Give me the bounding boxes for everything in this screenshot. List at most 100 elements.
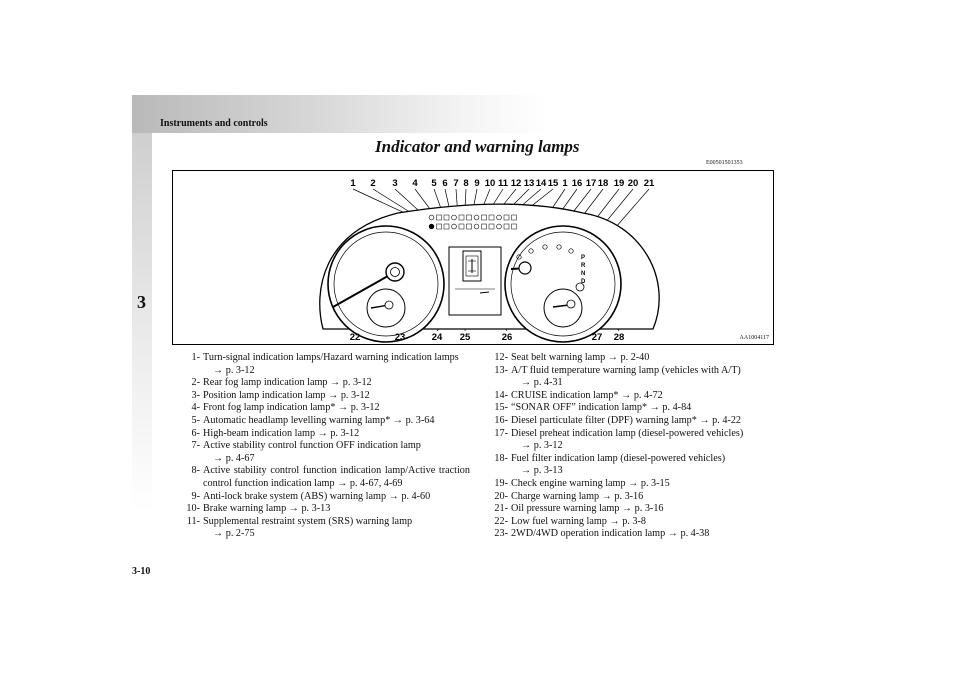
callout-number: 26: [502, 332, 513, 343]
page-reference: → p. 3-12: [317, 427, 360, 439]
item-number: 11-: [186, 515, 200, 527]
page-reference: → p. 3-12: [213, 364, 255, 376]
lamp-list-item: 9-Anti-lock brake system (ABS) warning l…: [178, 491, 470, 504]
callout-number: 11: [498, 178, 509, 189]
callout-number: 27: [592, 332, 603, 343]
item-text: Diesel particulate filter (DPF) warning …: [511, 414, 742, 426]
item-text: Diesel preheat indication lamp (diesel-p…: [511, 427, 744, 439]
item-number: 13-: [494, 364, 508, 376]
page-number: 3-10: [132, 566, 151, 577]
lamp-list-item: 14-CRUISE indication lamp* → p. 4-72: [486, 390, 776, 403]
item-number: 23-: [494, 528, 508, 540]
page-reference: → p. 4-31: [521, 377, 563, 389]
item-number: 6-: [191, 427, 201, 439]
page-reference: → p. 2-75: [213, 528, 255, 540]
warning-lamp-icon: [428, 214, 435, 221]
item-text: Oil pressure warning lamp → p. 3-16: [511, 503, 664, 515]
callout-number: 5: [431, 178, 437, 189]
warning-lamp-icon: [436, 223, 442, 230]
page-reference: → p. 3-12: [337, 402, 380, 414]
page-reference: → p. 3-12: [521, 440, 563, 452]
warning-lamp-icon: [428, 223, 435, 230]
section-title: Indicator and warning lamps: [375, 137, 580, 156]
item-number: 1-: [191, 352, 201, 363]
item-number: 3-: [191, 389, 201, 401]
callout-number: 3: [392, 178, 397, 189]
callout-number: 1: [562, 178, 568, 189]
chapter-tab: [132, 133, 152, 513]
running-header: Instruments and controls: [160, 118, 268, 129]
warning-lamp-icon: [451, 214, 457, 221]
item-text: CRUISE indication lamp* → p. 4-72: [511, 389, 663, 401]
item-text: A/T fluid temperature warning lamp (vehi…: [511, 364, 741, 376]
gear-indicator-n: N: [581, 271, 585, 277]
item-text: Low fuel warning lamp → p. 3-8: [511, 515, 646, 527]
page-reference: → p. 3-12: [330, 377, 372, 389]
page-reference: → p. 4-84: [649, 402, 692, 414]
item-number: 19-: [494, 477, 508, 489]
item-number: 4-: [191, 402, 201, 414]
warning-lamp-icon: [481, 223, 487, 230]
warning-lamp-icon: [458, 223, 465, 230]
item-text: Fuel filter indication lamp (diesel-powe…: [511, 452, 726, 464]
callout-number: 16: [572, 178, 583, 189]
warning-lamp-icon: [473, 214, 480, 221]
callout-number: 21: [644, 178, 655, 189]
page-reference: → p. 4-22: [699, 414, 742, 426]
warning-lamp-icon: [436, 214, 442, 221]
item-text: Brake warning lamp → p. 3-13: [203, 503, 331, 515]
item-text: Anti-lock brake system (ABS) warning lam…: [203, 490, 431, 502]
item-text: Seat belt warning lamp → p. 2-40: [511, 352, 650, 363]
warning-lamp-icon: [511, 223, 517, 230]
item-number: 17-: [494, 427, 508, 439]
page-reference: → p. 2-40: [607, 352, 650, 363]
item-text: Active stability control function OFF in…: [203, 440, 421, 452]
warning-lamp-icon: [496, 223, 502, 230]
callout-number: 24: [432, 332, 443, 343]
warning-lamp-icon: [458, 214, 465, 221]
lamp-list-item: 1-Turn-signal indication lamps/Hazard wa…: [178, 352, 470, 377]
figure-code: AA1004117: [739, 335, 769, 341]
warning-lamp-icon: [466, 214, 472, 221]
callout-number: 28: [614, 332, 625, 343]
header-band: [132, 95, 548, 133]
callout-number: 4: [412, 178, 418, 189]
lamp-list-item: 3-Position lamp indication lamp → p. 3-1…: [178, 390, 470, 403]
chapter-number: 3: [137, 292, 146, 312]
lamp-list-item: 18-Fuel filter indication lamp (diesel-p…: [486, 453, 776, 478]
callout-number: 17: [586, 178, 597, 189]
callout-number: 18: [598, 178, 609, 189]
lamp-list-item: 19-Check engine warning lamp → p. 3-15: [486, 478, 776, 491]
lamp-list-item: 16-Diesel particulate filter (DPF) warni…: [486, 415, 776, 428]
item-text: Check engine warning lamp → p. 3-15: [511, 477, 670, 489]
item-number: 14-: [494, 389, 508, 401]
page-reference: → p. 3-15: [628, 477, 670, 489]
callout-number: 15: [548, 178, 559, 189]
lamp-list-item: 13-A/T fluid temperature warning lamp (v…: [486, 365, 776, 390]
page-reference: → p. 3-12: [328, 389, 370, 401]
item-number: 22-: [494, 515, 508, 527]
page-reference: → p. 3-64: [392, 414, 435, 426]
callout-number: 1: [350, 178, 356, 189]
item-text: Supplemental restraint system (SRS) warn…: [203, 515, 413, 527]
page-reference: → p. 4-67: [213, 452, 255, 464]
item-text: High-beam indication lamp → p. 3-12: [203, 427, 360, 439]
page-reference: → p. 3-8: [609, 515, 646, 527]
callout-number: 6: [442, 178, 447, 189]
page-reference: → p. 3-13: [521, 465, 563, 477]
callout-number: 23: [395, 332, 406, 343]
warning-lamp-icon: [443, 223, 450, 230]
item-number: 10-: [186, 503, 200, 515]
page-reference: → p. 4-67, 4-69: [337, 477, 403, 489]
callout-number: 19: [614, 178, 625, 189]
lamp-list-item: 10-Brake warning lamp → p. 3-13: [178, 503, 470, 516]
warning-lamp-icon: [473, 223, 480, 230]
item-text: Front fog lamp indication lamp* → p. 3-1…: [203, 402, 380, 414]
gear-indicator-p: P: [581, 255, 585, 261]
callout-number: 13: [524, 178, 535, 189]
lamp-list-item: 8-Active stability control function indi…: [178, 465, 471, 490]
item-text: Turn-signal indication lamps/Hazard warn…: [203, 352, 459, 363]
item-number: 8-: [191, 465, 201, 477]
callout-number: 14: [536, 178, 547, 189]
warning-lamp-icon: [496, 214, 502, 221]
